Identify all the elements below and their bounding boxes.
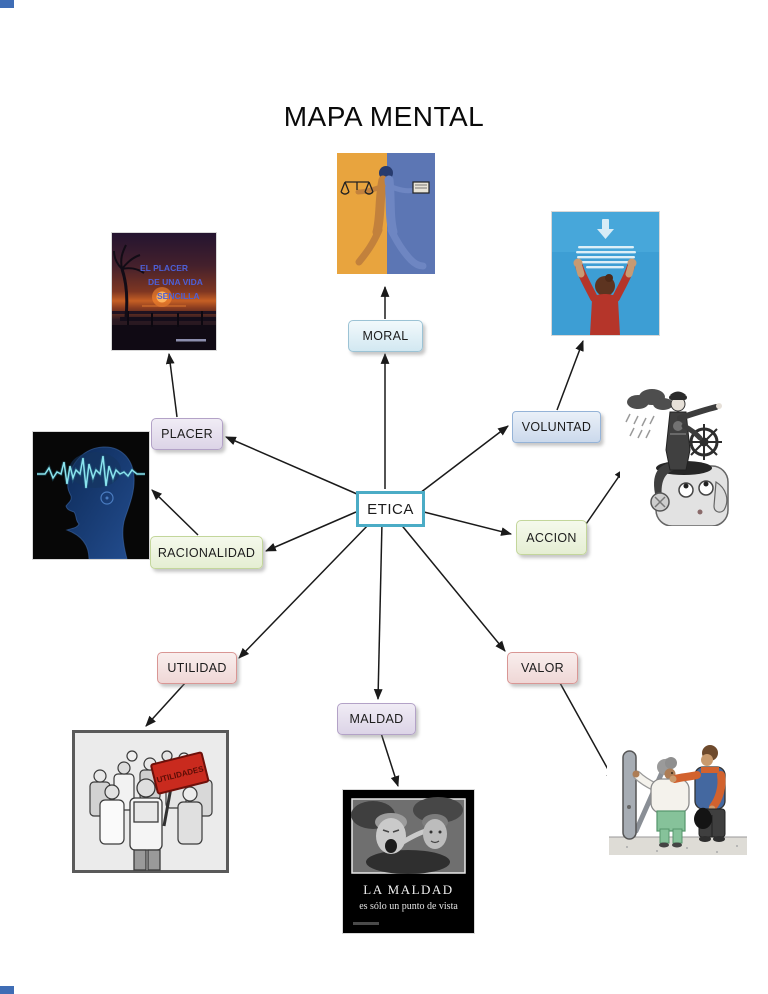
- poster-image: LA MALDAD es sólo un punto de vista: [342, 789, 475, 934]
- arrow-voluntad-woman: [556, 339, 584, 411]
- arrow-etica-racionalidad: [264, 511, 357, 552]
- page-corner-artifact-top: [0, 0, 14, 8]
- down-arrow-icon: [597, 219, 614, 239]
- node-utilidad: UTILIDAD: [157, 652, 237, 684]
- palm-tree: [113, 244, 145, 318]
- balance-scales-icon: [340, 181, 374, 195]
- node-maldad: MALDAD: [337, 703, 416, 735]
- svg-text:LA MALDAD: LA MALDAD: [363, 882, 453, 897]
- justice-image: [327, 148, 445, 280]
- book-icon: [412, 181, 430, 194]
- sunset-image: EL PLACER DE UNA VIDA SENCILLA: [111, 232, 217, 351]
- node-racionalidad: RACIONALIDAD: [150, 536, 263, 569]
- svg-text:EL PLACER: EL PLACER: [140, 263, 188, 273]
- node-placer: PLACER: [151, 418, 223, 450]
- utilidades-sign: UTILIDADES: [150, 751, 210, 795]
- rain-cloud: [625, 389, 673, 439]
- node-voluntad: VOLUNTAD: [512, 411, 601, 443]
- svg-text:es sólo un punto de vista: es sólo un punto de vista: [359, 901, 458, 912]
- arrow-maldad-poster: [380, 732, 400, 788]
- woman-image: [551, 211, 660, 336]
- captain-figure: [665, 391, 722, 471]
- captain-image: [620, 378, 738, 526]
- arrow-etica-accion: [419, 510, 513, 536]
- brainwave-signal: [37, 455, 145, 489]
- arrow-etica-maldad: [373, 521, 383, 701]
- head-image: [32, 431, 150, 560]
- node-valor: VALOR: [507, 652, 578, 684]
- arrow-etica-voluntad: [419, 425, 509, 494]
- arrow-placer-sunset: [165, 352, 178, 418]
- arrow-etica-placer: [224, 436, 358, 495]
- arrow-racionalidad-head: [151, 489, 199, 536]
- svg-text:SENCILLA: SENCILLA: [157, 291, 200, 301]
- quote-text-lines: [576, 246, 636, 269]
- page-corner-artifact-bottom: [0, 986, 14, 994]
- node-moral: MORAL: [348, 320, 423, 352]
- helper-man: [669, 745, 726, 842]
- crowd-image: UTILIDADES: [72, 730, 229, 873]
- svg-text:DE UNA VIDA: DE UNA VIDA: [148, 277, 203, 287]
- open-head-face: [650, 461, 729, 526]
- node-accion: ACCION: [516, 520, 587, 555]
- page-title: MAPA MENTAL: [283, 100, 485, 132]
- node-etica: ETICA: [356, 491, 425, 527]
- helping-image: [607, 717, 749, 863]
- arrow-utilidad-crowd: [145, 681, 187, 727]
- arrow-etica-valor: [398, 521, 506, 652]
- arrow-accion-captain: [583, 468, 625, 528]
